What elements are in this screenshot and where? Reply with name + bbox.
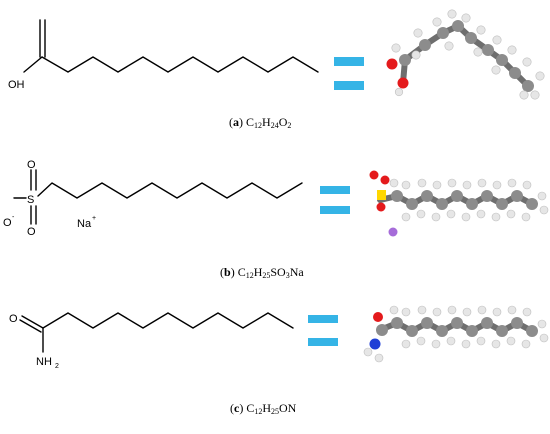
sodium-label: Na — [77, 218, 92, 230]
hydroxyl-label: OH — [8, 79, 25, 91]
sodium-atom — [388, 227, 398, 237]
formula-text: SO — [270, 265, 286, 279]
amine-subscript: 2 — [55, 363, 59, 370]
hydroxyl-bond-a — [23, 56, 43, 73]
formula-subscript: 25 — [271, 407, 279, 416]
formula-subscript: 3 — [286, 271, 290, 280]
formula-subscript: 2 — [287, 121, 291, 130]
hydrogen-atoms-b — [389, 178, 549, 222]
carbon-atoms-c — [376, 317, 538, 337]
oxygen-anion-charge: - — [12, 214, 15, 221]
carbon-atoms-b — [391, 190, 538, 210]
ball-stick-model-b — [369, 170, 549, 237]
oxygen-atoms-b — [369, 170, 390, 212]
formula-text: C — [246, 401, 254, 415]
caption-letter: b — [224, 265, 231, 279]
carbon-chain-a — [41, 56, 319, 73]
carbon-chain-c — [42, 312, 294, 329]
ball-stick-model-c — [363, 305, 549, 363]
formula-subscript: 24 — [271, 121, 279, 130]
caption-b: (b) C12H25SO3Na — [220, 265, 304, 280]
oxygen-anion-label: O — [3, 217, 12, 229]
sulfur-label: S — [27, 194, 34, 206]
formula-text: C — [246, 115, 254, 129]
caption-a: (a) C12H24O2 — [229, 115, 291, 130]
carbon-atoms-a — [399, 20, 534, 92]
hydrogen-atoms-a — [391, 9, 545, 100]
carbon-chain-b — [37, 182, 303, 199]
formula-text: C — [238, 265, 246, 279]
structural-formula-c: O NH 2 — [9, 312, 294, 370]
panel-b: O S O O - Na + — [3, 159, 549, 280]
formula-text: H — [254, 265, 263, 279]
formula-subscript: 25 — [262, 271, 270, 280]
oxygen-bottom-label: O — [27, 226, 36, 238]
equals-sign-b — [320, 186, 350, 214]
oxygen-atoms-a — [386, 58, 409, 89]
hydrogen-atoms-c — [363, 305, 549, 363]
oxygen-label-c: O — [9, 313, 18, 325]
formula-text: O — [279, 115, 288, 129]
caption-letter: c — [234, 401, 240, 415]
carbonyl-bond-c1 — [21, 315, 44, 329]
formula-text: Na — [290, 265, 305, 279]
formula-subscript: 12 — [254, 121, 262, 130]
carbonyl-bond-c2 — [19, 319, 42, 333]
formula-text: ON — [279, 401, 297, 415]
sodium-charge: + — [92, 215, 96, 222]
formula-subscript: 12 — [254, 407, 262, 416]
formula-text: H — [262, 115, 271, 129]
sulfur-atom — [377, 190, 386, 200]
structural-formula-a: OH — [8, 19, 319, 91]
caption-letter: a — [233, 115, 239, 129]
panel-a: OH (a) C12H24O2 — [8, 9, 545, 130]
panel-c: O NH 2 — [9, 305, 549, 416]
formula-text: H — [262, 401, 271, 415]
oxygen-top-label: O — [27, 159, 36, 171]
equals-sign-c — [308, 315, 338, 346]
formula-subscript: 12 — [246, 271, 254, 280]
nitrogen-atom — [369, 338, 381, 350]
caption-c: (c) C12H25ON — [230, 401, 297, 416]
ball-stick-model-a — [386, 9, 545, 100]
equals-sign-a — [334, 57, 364, 90]
amine-label: NH — [36, 356, 52, 368]
structural-formula-b: O S O O - Na + — [3, 159, 303, 238]
oxygen-atom-c — [373, 312, 383, 322]
